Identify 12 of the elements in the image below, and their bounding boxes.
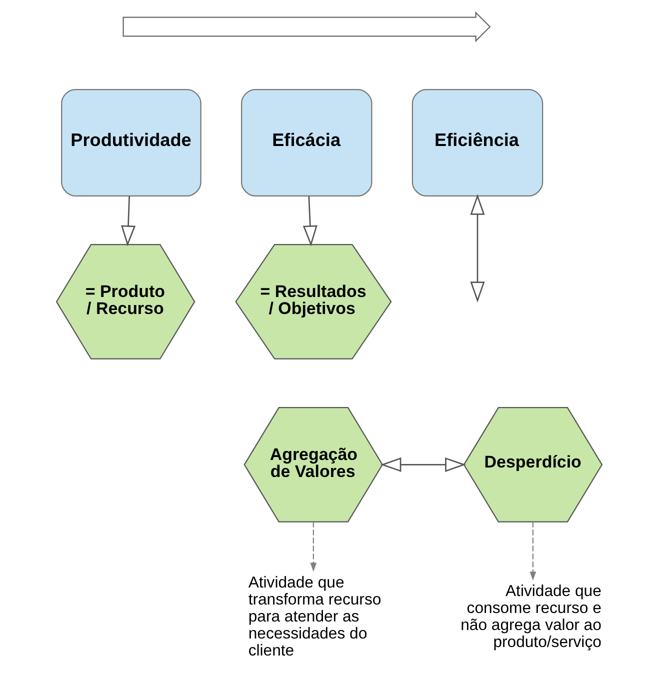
node-arrow <box>122 11 490 42</box>
arrow <box>310 522 316 572</box>
arrow <box>120 196 136 246</box>
node-box: Eficiência <box>411 88 543 196</box>
node-box: Eficácia <box>240 88 372 196</box>
node-text: Atividade que transforma recurso para atender as necessidades do cliente <box>248 574 381 660</box>
arrow <box>380 457 466 472</box>
node-box: Produtividade <box>60 88 201 196</box>
arrow <box>529 522 536 581</box>
node-text: Atividade que consome recurso e não agrega valor ao produto/serviço <box>460 583 601 652</box>
arrow <box>470 194 484 302</box>
arrow <box>302 196 317 246</box>
